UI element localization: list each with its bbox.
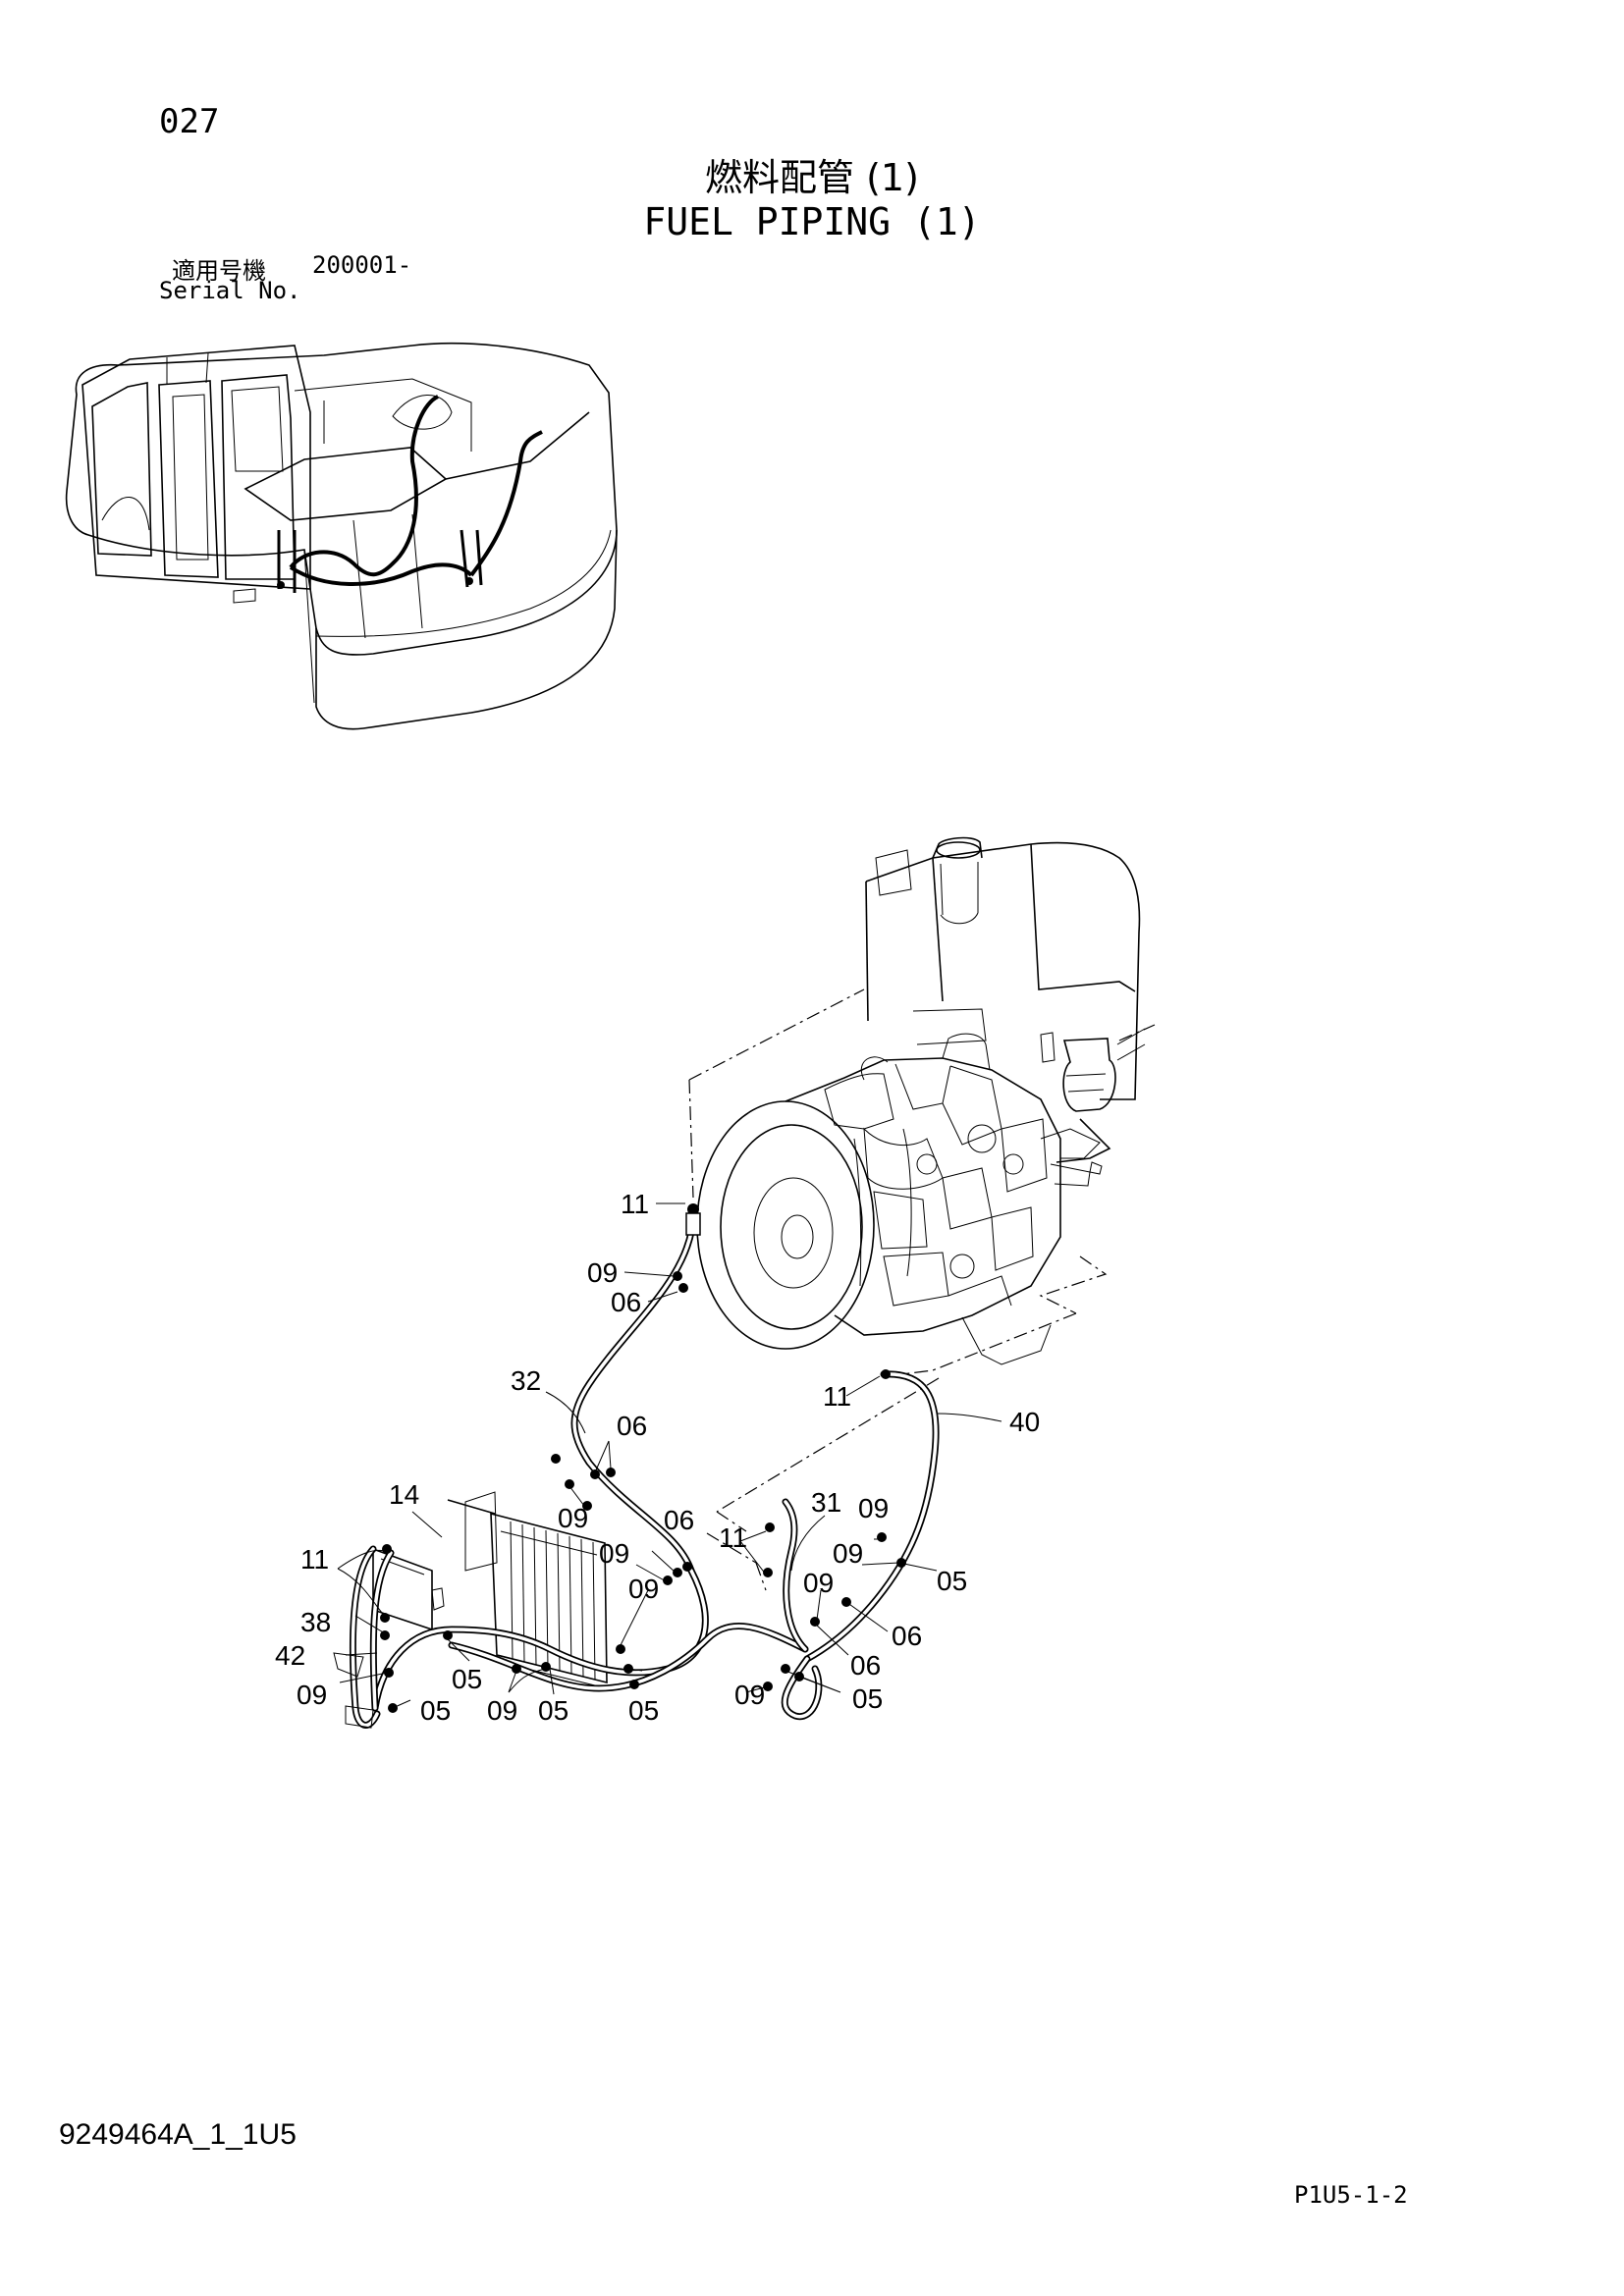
callout-31: 31 bbox=[811, 1487, 841, 1518]
callout-09-i: 09 bbox=[803, 1568, 834, 1598]
callout-09-d: 09 bbox=[487, 1695, 517, 1726]
document-code: 9249464A_1_1U5 bbox=[59, 2118, 297, 2151]
callout-09-h: 09 bbox=[833, 1538, 863, 1569]
callout-06-b: 06 bbox=[617, 1411, 647, 1441]
callout-05-e: 05 bbox=[937, 1566, 967, 1596]
serial-label-english: Serial No. bbox=[159, 277, 301, 304]
reference-lines bbox=[688, 988, 1156, 1591]
callout-06-d: 06 bbox=[892, 1621, 922, 1651]
callout-32: 32 bbox=[511, 1365, 541, 1396]
callout-09-b: 09 bbox=[558, 1503, 588, 1533]
callout-05-b: 05 bbox=[420, 1695, 451, 1726]
hose-fittings bbox=[380, 1203, 906, 1713]
callout-14: 14 bbox=[389, 1479, 419, 1510]
callout-05-d: 05 bbox=[628, 1695, 659, 1726]
callout-40: 40 bbox=[1009, 1407, 1040, 1437]
callout-09-e: 09 bbox=[599, 1538, 629, 1569]
callout-labels: 11 09 06 32 06 09 11 40 14 11 38 42 09 0… bbox=[275, 1189, 1040, 1726]
callout-09-g: 09 bbox=[858, 1493, 889, 1523]
serial-label-japanese: 適用号機 bbox=[172, 257, 266, 285]
callout-05-a: 05 bbox=[452, 1664, 482, 1694]
callout-11-mid: 11 bbox=[823, 1381, 851, 1412]
callout-leaders bbox=[337, 1202, 1002, 1709]
callout-09-a: 09 bbox=[587, 1257, 618, 1288]
engine-illustration bbox=[696, 1033, 1101, 1365]
fuel-cooler-illustration bbox=[372, 1491, 608, 1687]
title-japanese: 燃料配管 (1) bbox=[705, 156, 919, 199]
callout-11-top: 11 bbox=[621, 1189, 649, 1219]
fuel-hoses bbox=[333, 1209, 940, 1729]
callout-38: 38 bbox=[300, 1607, 331, 1637]
callout-42: 42 bbox=[275, 1640, 305, 1671]
page-number: 027 bbox=[159, 102, 220, 141]
callout-11-right: 11 bbox=[719, 1522, 747, 1553]
callout-06-e: 06 bbox=[850, 1650, 881, 1681]
callout-09-j: 09 bbox=[734, 1680, 765, 1710]
callout-06-c: 06 bbox=[664, 1505, 694, 1535]
callout-05-f: 05 bbox=[852, 1683, 883, 1714]
fuel-tank-illustration bbox=[865, 836, 1146, 1175]
callout-09-f: 09 bbox=[628, 1574, 659, 1604]
callout-06-a: 06 bbox=[611, 1287, 641, 1317]
callout-05-c: 05 bbox=[538, 1695, 568, 1726]
serial-value: 200001- bbox=[312, 251, 412, 279]
callout-11-left: 11 bbox=[300, 1544, 329, 1575]
title-english: FUEL PIPING (1) bbox=[643, 200, 981, 243]
page-code: P1U5-1-2 bbox=[1294, 2181, 1408, 2209]
callout-09-c: 09 bbox=[297, 1680, 327, 1710]
excavator-overview-illustration bbox=[65, 343, 618, 730]
